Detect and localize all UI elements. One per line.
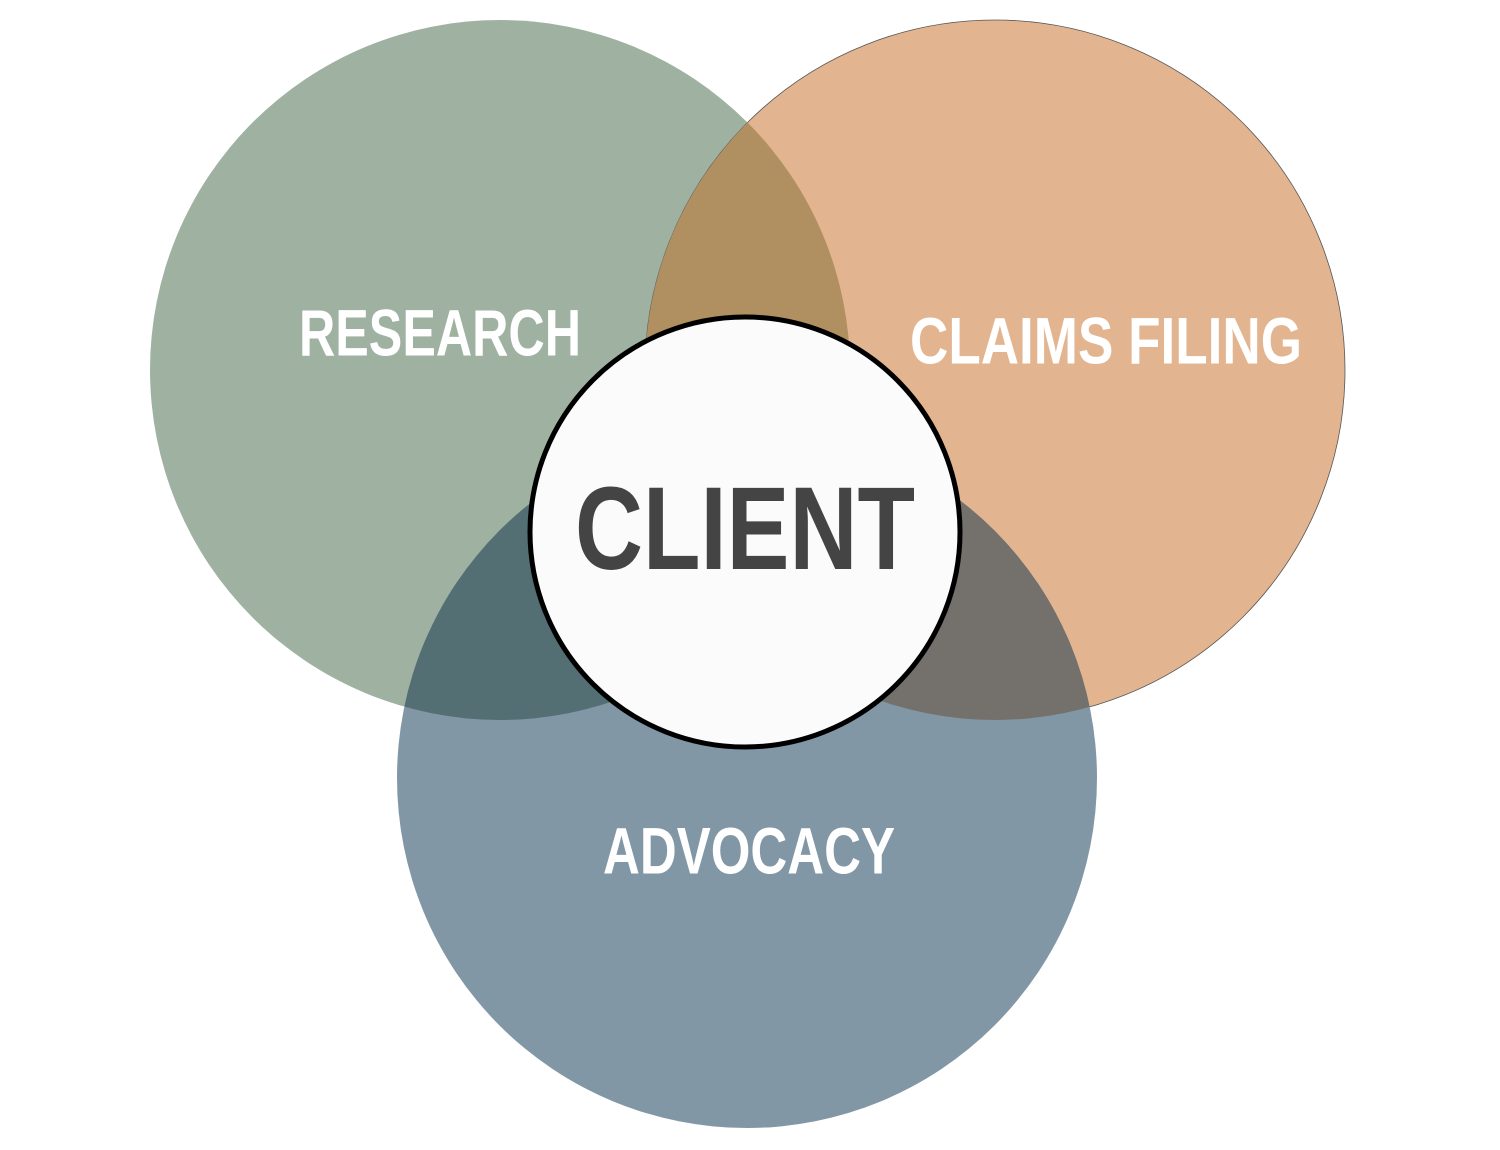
claims-filing-label: CLAIMS FILING — [910, 303, 1302, 377]
client-circle — [527, 314, 963, 750]
client-label: CLIENT — [575, 463, 915, 595]
advocacy-label: ADVOCACY — [603, 813, 895, 887]
research-label: RESEARCH — [299, 295, 581, 369]
